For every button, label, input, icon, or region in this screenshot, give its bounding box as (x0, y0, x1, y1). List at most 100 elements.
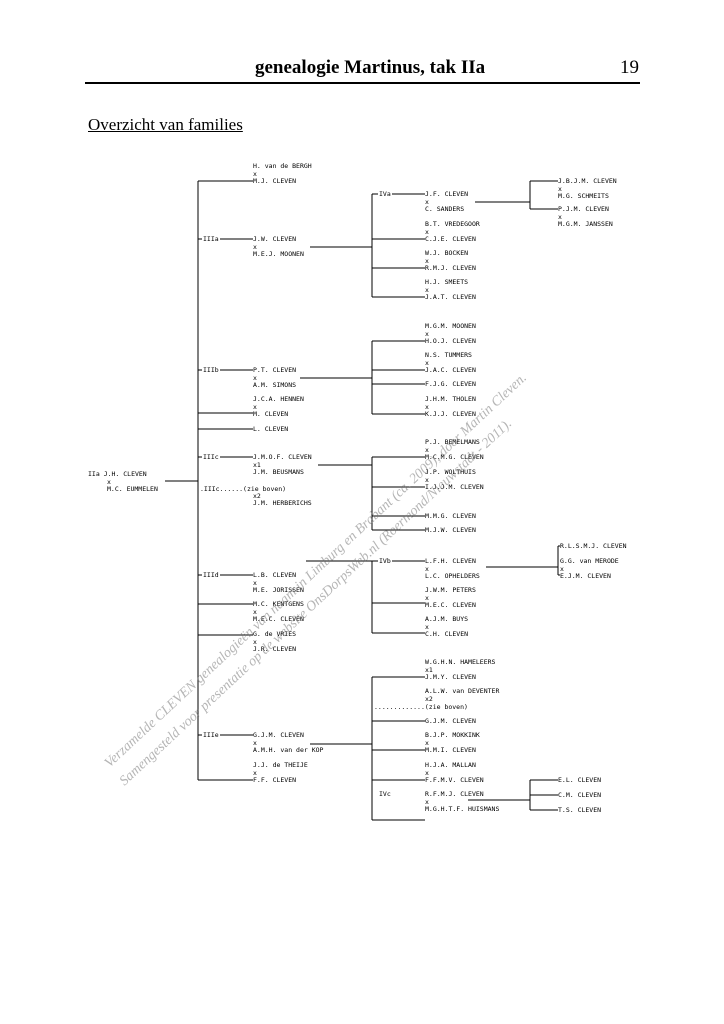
person-name: B.T. VREDEGOOR (425, 220, 480, 228)
marriage-mark: x (253, 608, 257, 616)
person-name: J.H.M. THOLEN (425, 395, 476, 403)
person-name: I.J.J.M. CLEVEN (425, 483, 484, 491)
marriage-mark: x (558, 185, 562, 193)
root-second-spouse: J.M. HERBERICHS (253, 499, 312, 507)
person-name: H. van de BERGH (253, 162, 312, 170)
person-name: M.G. SCHMEITS (558, 192, 609, 200)
person-name: M.C.M.G. CLEVEN (425, 453, 484, 461)
marriage-mark: x (107, 478, 111, 486)
person-name: C. SANDERS (425, 205, 465, 213)
person-name: J.A.T. CLEVEN (425, 293, 476, 301)
marriage-mark: x (425, 403, 429, 411)
person-name: A.M.H. van der KOP (253, 746, 324, 754)
gen-label-IVc: IVc (378, 790, 392, 798)
person-name: J.M.O.F. CLEVEN (253, 453, 312, 461)
person-name: J.W.M. PETERS (425, 586, 476, 594)
person-name: K.J.J. CLEVEN (425, 410, 476, 418)
marriage-mark: x1 (425, 666, 433, 674)
person-name: P.T. CLEVEN (253, 366, 297, 374)
gen-label-IVb: IVb (378, 557, 392, 565)
marriage-mark: x (253, 769, 257, 777)
person-name: A.L.W. van DEVENTER (425, 687, 500, 695)
marriage-mark: x (425, 446, 429, 454)
marriage-mark: x (425, 594, 429, 602)
person-name: J.B.J.M. CLEVEN (558, 177, 617, 185)
person-name: C.M. CLEVEN (558, 791, 602, 799)
marriage-mark: x (425, 769, 429, 777)
gen-label-IVa: IVa (378, 190, 392, 198)
marriage-mark: x (425, 798, 429, 806)
root-name: J.H. CLEVEN (103, 470, 147, 478)
person-name: L. CLEVEN (253, 425, 289, 433)
person-name: R.L.S.M.J. CLEVEN (560, 542, 627, 550)
person-name: M.E.J. MOONEN (253, 250, 304, 258)
person-name: N.S. TUMMERS (425, 351, 472, 359)
person-name: G.J.M. CLEVEN (253, 731, 304, 739)
see-above-reference: .............(zie boven) (374, 703, 468, 711)
person-name: G.G. van MERODE (560, 557, 619, 565)
marriage-mark: x (253, 170, 257, 178)
gen-label-IIIa: IIIa (202, 235, 220, 243)
person-name: E.J.M. CLEVEN (560, 572, 611, 580)
header-rule (85, 82, 640, 84)
person-name: F.F.M.V. CLEVEN (425, 776, 484, 784)
marriage-mark: x (425, 565, 429, 573)
person-name: M.E.C. CLEVEN (253, 615, 304, 623)
person-name: P.J.M. CLEVEN (558, 205, 609, 213)
person-name: L.F.H. CLEVEN (425, 557, 476, 565)
person-name: W.J. BOCKEN (425, 249, 469, 257)
marriage-mark: x (425, 198, 429, 206)
section-title: Overzicht van families (88, 115, 243, 134)
person-name: M.M.I. CLEVEN (425, 746, 476, 754)
person-name: L.C. OPHELDERS (425, 572, 480, 580)
marriage-mark: x (425, 286, 429, 294)
person-name: H.J. SMEETS (425, 278, 469, 286)
person-name: R.M.J. CLEVEN (425, 264, 476, 272)
person-name: G.J.M. CLEVEN (425, 717, 476, 725)
root-label: IIa (88, 470, 100, 478)
person-name: M.C. KENTGENS (253, 600, 304, 608)
marriage-mark: x1 (253, 461, 261, 469)
marriage-mark: x (253, 638, 257, 646)
person-name: M.E.C. CLEVEN (425, 601, 476, 609)
person-name: H.J.A. MALLAN (425, 761, 476, 769)
person-name: P.J. BEMELMANS (425, 438, 480, 446)
marriage-mark: x (425, 257, 429, 265)
person-name: M.E. JORISSEN (253, 586, 304, 594)
marriage-mark: x (253, 579, 257, 587)
person-name: G. de VRIES (253, 630, 297, 638)
person-name: F.J.G. CLEVEN (425, 380, 476, 388)
gen-label-IIIc: IIIc (202, 453, 220, 461)
header-title: genealogie Martinus, tak IIa (255, 57, 486, 78)
person-name: M.J.W. CLEVEN (425, 526, 476, 534)
marriage-mark: x (253, 374, 257, 382)
person-name: H.O.J. CLEVEN (425, 337, 476, 345)
person-name: C.H. CLEVEN (425, 630, 469, 638)
person-name: L.B. CLEVEN (253, 571, 297, 579)
person-name: T.S. CLEVEN (558, 806, 602, 814)
person-name: F.F. CLEVEN (253, 776, 297, 784)
marriage-mark: x (425, 228, 429, 236)
marriage-mark: x (425, 359, 429, 367)
person-name: A.J.M. BUYS (425, 615, 469, 623)
person-name: M.G.M. MOONEN (425, 322, 476, 330)
person-name: M.G.M. JANSSEN (558, 220, 613, 228)
person-name: J.W. CLEVEN (253, 235, 297, 243)
person-name: J.J. de THEIJE (253, 761, 308, 769)
person-name: C.J.E. CLEVEN (425, 235, 476, 243)
marriage-mark: x2 (425, 695, 433, 703)
person-name: J.C.A. HENNEN (253, 395, 304, 403)
marriage-mark: x (558, 213, 562, 221)
person-name: E.L. CLEVEN (558, 776, 602, 784)
root-spouse: M.C. EUMMELEN (107, 485, 158, 493)
person-name: J.P. WOLTHUIS (425, 468, 476, 476)
root-person: IIa J.H. CLEVEN (88, 470, 147, 478)
person-name: R.F.M.J. CLEVEN (425, 790, 484, 798)
person-name: M.J. CLEVEN (253, 177, 297, 185)
marriage-mark: x (253, 403, 257, 411)
person-name: B.J.P. MOKKINK (425, 731, 480, 739)
page-number: 19 (620, 57, 639, 78)
person-name: J.R. CLEVEN (253, 645, 297, 653)
person-name: J.A.C. CLEVEN (425, 366, 476, 374)
